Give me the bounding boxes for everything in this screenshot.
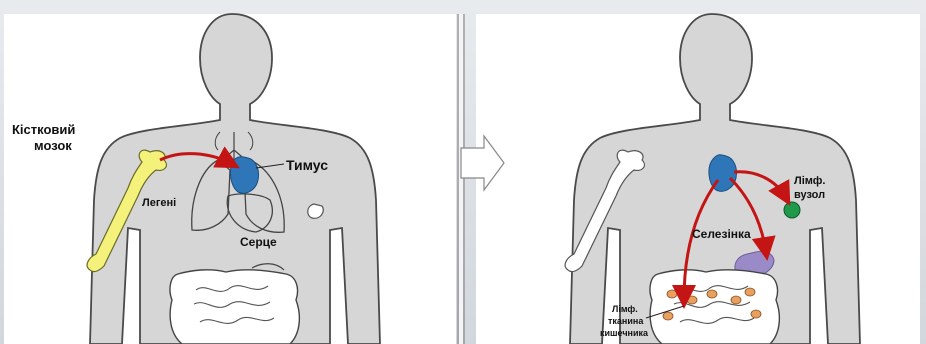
label-bone-marrow-line2: мозок [34, 138, 72, 153]
label-gut-tissue-line3: кишечника [600, 328, 649, 338]
label-lymph-node-line1: Лімф. [794, 175, 825, 187]
lymph-node [784, 202, 800, 218]
label-gut-tissue-line2: тканина [608, 316, 644, 326]
left-intestines [170, 264, 299, 344]
label-heart: Серце [240, 235, 277, 249]
label-lungs: Легені [142, 197, 176, 209]
label-spleen: Селезінка [692, 227, 751, 241]
label-gut-tissue-line1: Лімф. [612, 304, 638, 314]
thymus [231, 157, 259, 194]
label-thymus: Тимус [286, 157, 328, 173]
right-intestines [650, 270, 779, 344]
left-lymph-node-outline [308, 204, 324, 218]
label-bone-marrow-line1: Кістковий [12, 122, 75, 137]
label-lymph-node-line2: вузол [794, 189, 825, 201]
